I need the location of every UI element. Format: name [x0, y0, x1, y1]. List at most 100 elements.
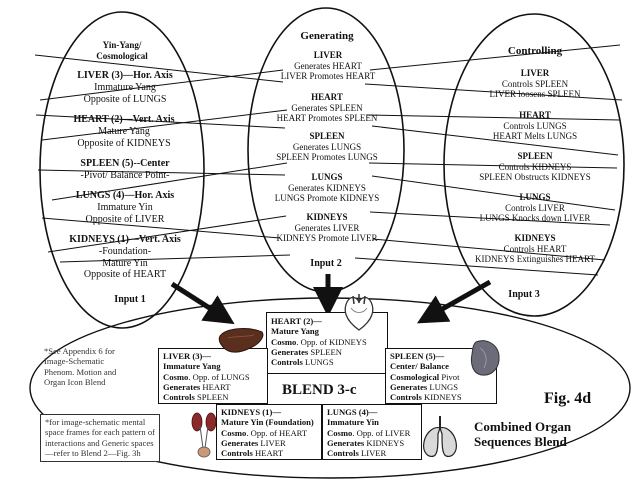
left-entry-liver-head: LIVER (3)—Hor. Axis — [77, 70, 173, 81]
left-entry-heart: HEART (2)—Vert. Axis Mature Yang Opposit… — [66, 114, 182, 149]
figure-caption-line-2: Sequences Blend — [474, 433, 567, 449]
gen-entry-liver-line-1: Generates HEART — [294, 60, 362, 71]
ctl-entry-liver-head: LIVER — [520, 68, 550, 78]
blend-kidneys-line-5-label: Controls — [221, 448, 253, 459]
gen-entry-spleen-head: SPLEEN — [309, 131, 345, 141]
frames-note-line-4: —refer to Blend 2—Fig. 3h — [45, 448, 141, 459]
blend-kidneys-box: KIDNEYS (1)— Mature Yin (Foundation) Cos… — [216, 404, 322, 460]
left-entry-lungs: LUNGS (4)—Hor. Axis Immature Yin Opposit… — [68, 190, 182, 225]
gen-entry-spleen: SPLEEN Generates LUNGS SPLEEN Promotes L… — [268, 131, 386, 163]
left-entry-kidneys-line-1: -Foundation- — [98, 245, 152, 257]
blend-lungs-line-3-label: Cosmo — [327, 427, 353, 438]
blend-lungs-line-1: LUNGS (4)— — [327, 407, 378, 417]
left-entry-heart-line-2: Opposite of KIDNEYS — [77, 137, 171, 149]
ctl-entry-kidneys-line-1: Controls HEART — [503, 243, 567, 254]
blend-kidneys-line-4-label: Generates — [221, 437, 259, 448]
blend-lungs-line-3: . Opp. of LIVER — [352, 427, 411, 438]
gen-entry-lungs-line-1: Generates KIDNEYS — [288, 182, 366, 193]
figure-caption: Combined Organ Sequences Blend — [474, 419, 572, 450]
ctl-entry-lungs-head: LUNGS — [519, 192, 551, 202]
gen-entry-heart-head: HEART — [311, 92, 343, 102]
input-1-arrow — [170, 281, 235, 325]
blend-spleen-line-4-label: Generates — [390, 381, 428, 392]
controlling-to-generating-lines — [354, 44, 623, 276]
ctl-entry-spleen-line-2: SPLEEN Obstructs KIDNEYS — [479, 172, 591, 183]
blend-liver-line-1: LIVER (3)— — [163, 351, 211, 361]
blend-liver-line-5-label: Controls — [163, 392, 195, 403]
blend-liver-line-3-label: Cosmo — [163, 371, 189, 382]
ctl-entry-spleen-line-1: Controls KIDNEYS — [498, 161, 572, 172]
ctl-entry-spleen-head: SPLEEN — [517, 151, 553, 161]
gen-entry-lungs-line-2: LUNGS Promote KIDNEYS — [274, 193, 380, 204]
blend-spleen-line-3-label: Cosmological — [390, 371, 440, 382]
gen-entry-heart-line-2: HEART Promotes SPLEEN — [276, 113, 378, 124]
blend-spleen-line-3: Pivot — [439, 371, 460, 382]
gen-entry-heart: HEART Generates SPLEEN HEART Promotes SP… — [268, 92, 386, 124]
gen-entry-spleen-line-2: SPLEEN Promotes LUNGS — [276, 152, 378, 163]
gen-entry-kidneys: KIDNEYS Generates LIVER KIDNEYS Promote … — [268, 212, 386, 244]
appendix-note-line-3: Phenom. Motion and — [44, 366, 117, 377]
blend-lungs-line-5-label: Controls — [327, 448, 359, 459]
blend-spleen-line-5-label: Controls — [390, 392, 422, 403]
gen-entry-lungs-head: LUNGS — [311, 172, 343, 182]
figure-caption-line-1: Combined Organ — [474, 419, 572, 434]
blend-lungs-box: LUNGS (4)— Immature Yin Cosmo. Opp. of L… — [322, 404, 422, 460]
yin-yang-to-generating-lines — [34, 54, 291, 263]
input-1-label: Input 1 — [114, 294, 146, 305]
blend-lungs-line-4: KIDNEYS — [364, 437, 405, 448]
blend-spleen-line-1: SPLEEN (5)— — [390, 351, 445, 361]
gen-entry-liver-head: LIVER — [313, 50, 343, 60]
left-entry-heart-line-1: Mature Yang — [98, 125, 150, 137]
ctl-entry-liver: LIVER Controls SPLEEN LIVER loosens SPLE… — [470, 68, 600, 100]
blend-heart-line-3-label: Cosmo — [271, 336, 297, 347]
left-entry-lungs-line-2: Opposite of LIVER — [85, 213, 165, 225]
controlling-title: Controlling — [507, 45, 563, 57]
left-entry-liver-line-1: Immature Yang — [94, 81, 156, 93]
left-entry-liver: LIVER (3)—Hor. Axis Immature Yang Opposi… — [70, 70, 180, 105]
left-entry-kidneys-head: KIDNEYS (1)—Vert. Axis — [69, 234, 181, 245]
lungs-organ-icon — [423, 416, 457, 457]
ctl-entry-heart-head: HEART — [519, 110, 551, 120]
blend-label: BLEND 3-c — [282, 382, 357, 398]
gen-entry-lungs: LUNGS Generates KIDNEYS LUNGS Promote KI… — [268, 172, 386, 204]
left-entry-spleen-head: SPLEEN (5)--Center — [80, 158, 170, 169]
blend-kidneys-line-3-label: Cosmo — [221, 427, 247, 438]
ctl-entry-liver-line-1: Controls SPLEEN — [501, 78, 569, 89]
blend-liver-line-5: SPLEEN — [194, 392, 229, 403]
left-entry-lungs-head: LUNGS (4)—Hor. Axis — [75, 190, 175, 201]
blend-lungs-line-4-label: Generates — [327, 437, 365, 448]
liver-organ-icon — [218, 328, 264, 353]
ctl-entry-spleen: SPLEEN Controls KIDNEYS SPLEEN Obstructs… — [462, 151, 608, 183]
blend-liver-line-4: HEART — [200, 381, 231, 392]
left-entry-kidneys-line-3: Opposite of HEART — [83, 269, 167, 281]
frames-note-line-3: interactions and Generic spaces — [45, 437, 154, 448]
ctl-entry-liver-line-2: LIVER loosens SPLEEN — [489, 89, 581, 100]
yin-yang-title-2: Cosmological — [96, 51, 148, 61]
heart-organ-icon — [344, 294, 374, 331]
blend-lungs-line-2: Immature Yin — [327, 417, 379, 428]
blend-heart-line-3: . Opp. of KIDNEYS — [296, 336, 367, 347]
blend-heart-line-2: Mature Yang — [271, 326, 319, 337]
frames-note-line-2: space frames for each pattern of — [45, 427, 155, 438]
gen-entry-liver-line-2: LIVER Promotes HEART — [280, 71, 376, 82]
blend-heart-line-4: SPLEEN — [308, 346, 342, 357]
blend-kidneys-line-5: HEART — [252, 448, 284, 459]
ctl-entry-lungs-line-2: LUNGS Knocks down LIVER — [479, 213, 591, 224]
left-entry-kidneys: KIDNEYS (1)—Vert. Axis -Foundation- Matu… — [64, 234, 186, 281]
generating-title: Generating — [300, 30, 354, 42]
ctl-entry-heart-line-1: Controls LUNGS — [503, 120, 567, 131]
blend-spleen-box: SPLEEN (5)— Center/ Balance Cosmological… — [385, 348, 497, 404]
left-entry-spleen: SPLEEN (5)--Center -Pivot/ Balance Point… — [70, 158, 180, 182]
blend-spleen-line-4: LUNGS — [427, 381, 459, 392]
blend-heart-line-4-label: Generates — [271, 346, 309, 357]
blend-liver-line-3: . Opp. of LUNGS — [188, 371, 250, 382]
blend-kidneys-line-3: . Opp. of HEART — [246, 427, 308, 438]
ctl-entry-kidneys-line-2: KIDNEYS Extinguishes HEART — [475, 254, 595, 265]
input-3-arrow — [416, 279, 492, 324]
blend-kidneys-line-4: LIVER — [258, 437, 286, 448]
left-entry-liver-line-2: Opposite of LUNGS — [83, 93, 167, 105]
ctl-entry-heart: HEART Controls LUNGS HEART Melts LUNGS — [470, 110, 600, 142]
gen-entry-kidneys-line-1: Generates LIVER — [294, 222, 360, 233]
input-2-label: Input 2 — [310, 258, 342, 269]
